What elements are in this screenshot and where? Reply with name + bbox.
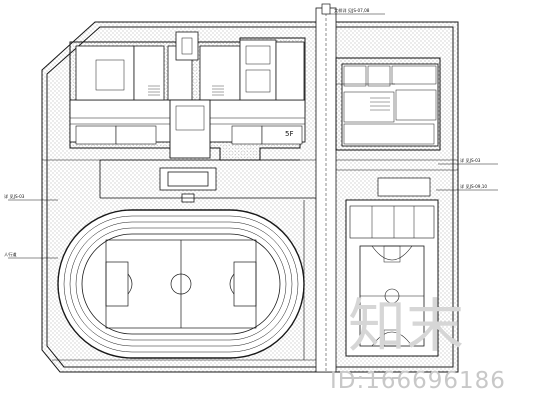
football-pitch (105, 239, 257, 329)
central-road (315, 3, 337, 373)
watermark-logo-text: 知末 (348, 292, 464, 358)
right-detail-label-b: 详 见JS-09,10 (460, 183, 487, 190)
teaching-building: 5F (69, 31, 306, 161)
roads (42, 159, 458, 361)
svg-text:5F: 5F (285, 130, 293, 138)
top-detail-label: 大样详 见JS-07,08 (334, 7, 370, 14)
entrance-gate (99, 159, 316, 203)
left-note-label: 人行道 (4, 251, 17, 258)
gymnasium (345, 177, 439, 357)
right-detail-label-a: 详 见JS-03 (460, 157, 481, 164)
watermark-id: ID:166696186 (330, 368, 506, 394)
canteen-building (335, 57, 441, 151)
watermark-logo: 知末 (348, 288, 468, 360)
annotation-leaders (8, 13, 498, 379)
left-detail-label: 详 见JS-03 (4, 193, 25, 200)
